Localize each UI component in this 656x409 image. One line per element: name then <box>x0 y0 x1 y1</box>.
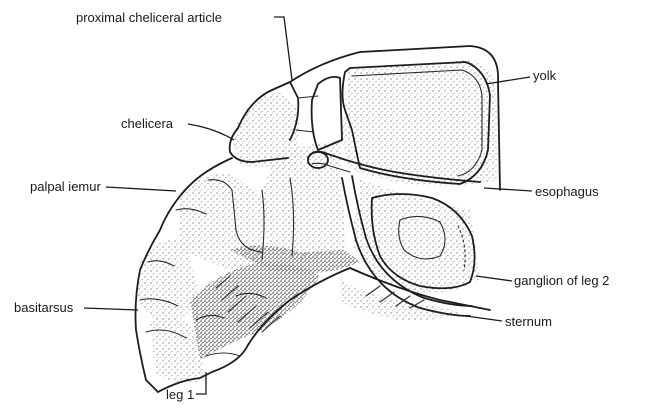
label-palpal-femur: palpal iemur <box>30 179 101 194</box>
label-yolk: yolk <box>533 68 557 83</box>
label-proximal-cheliceral-article: proximal cheliceral article <box>76 10 222 25</box>
leader-ganglion-of-leg-2 <box>476 276 512 281</box>
chelicera-region <box>232 92 300 170</box>
label-sternum: sternum <box>505 314 552 329</box>
label-chelicera: chelicera <box>121 116 174 131</box>
leader-sternum <box>466 316 502 321</box>
label-basitarsus: basitarsus <box>14 300 74 315</box>
leader-palpal-femur <box>106 187 176 191</box>
yolk-region <box>343 60 498 187</box>
label-ganglion-of-leg-2: ganglion of leg 2 <box>514 273 609 288</box>
leader-proximal-cheliceral-article <box>274 17 292 80</box>
leader-basitarsus <box>84 308 138 310</box>
specimen-drawing <box>136 46 501 392</box>
cheliceral-article <box>312 77 342 150</box>
label-leg-1: leg 1 <box>166 387 194 402</box>
leader-chelicera <box>188 124 234 140</box>
leader-esophagus <box>484 188 532 191</box>
leg-1-shading <box>190 262 320 360</box>
label-esophagus: esophagus <box>535 184 599 199</box>
